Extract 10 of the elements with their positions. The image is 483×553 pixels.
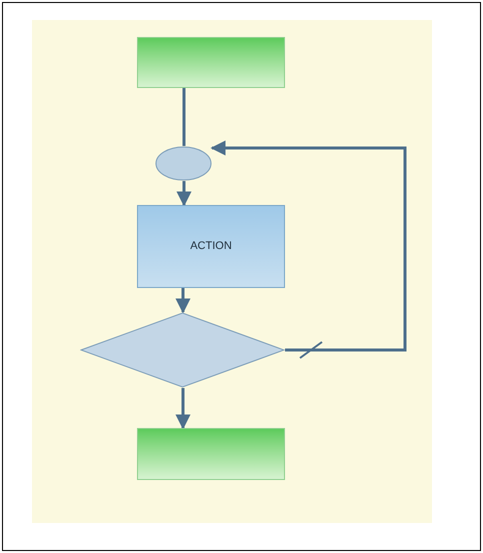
decision-diamond bbox=[80, 312, 285, 388]
arrow bbox=[210, 140, 406, 352]
arrow bbox=[176, 388, 190, 430]
terminal-box bbox=[137, 428, 285, 480]
terminal-box bbox=[137, 37, 285, 88]
process-box bbox=[137, 205, 285, 288]
box-label: ACTION bbox=[190, 239, 232, 254]
arrow bbox=[176, 181, 192, 206]
connector-circle bbox=[155, 146, 212, 181]
arrow bbox=[176, 288, 190, 314]
